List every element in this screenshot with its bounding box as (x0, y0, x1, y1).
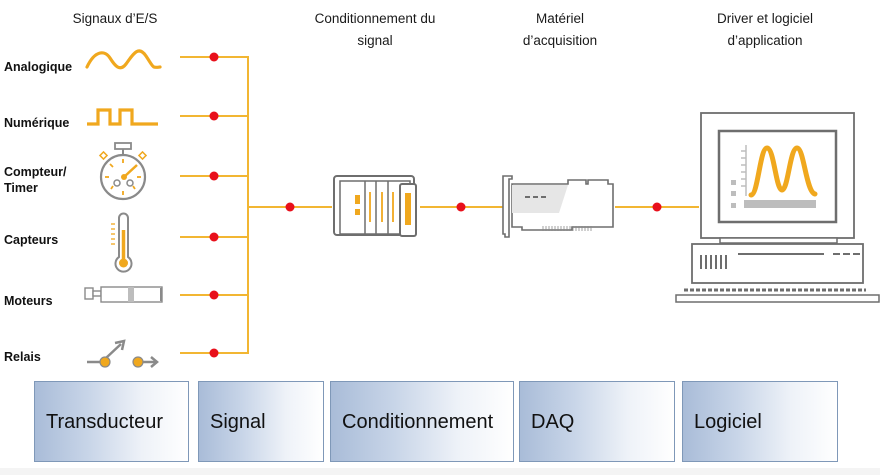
node-bus-output (285, 202, 295, 212)
thermometer-icon (111, 212, 133, 273)
node-conditioning-output (456, 202, 466, 212)
row-label-relays: Relais (4, 349, 41, 365)
connection-nodes (209, 52, 662, 358)
header-software: Driver et logiciel d’application (690, 8, 840, 52)
stage-daq-label: DAQ (531, 411, 575, 433)
header-conditioning-line2: signal (357, 33, 393, 48)
node-digital (209, 111, 219, 121)
row-label-digital: Numérique (4, 115, 69, 131)
row-label-analog-text: Analogique (4, 60, 73, 74)
header-io-signals: Signaux d’E/S (40, 8, 190, 30)
node-daq-output (652, 202, 662, 212)
header-software-line2: d’application (727, 33, 803, 48)
motor-icon (84, 286, 163, 303)
stage-daq: DAQ (519, 381, 675, 462)
stage-conditioning: Conditionnement (330, 381, 514, 462)
header-acquisition-line1: Matériel (535, 11, 584, 26)
relay-switch-icon (87, 339, 159, 368)
row-label-counter-timer: Compteur/ Timer (4, 164, 67, 196)
stage-software: Logiciel (682, 381, 838, 462)
row-label-motors-text: Moteurs (4, 294, 53, 308)
header-conditioning-line1: Conditionnement du (314, 11, 436, 26)
node-analog (209, 52, 219, 62)
screen-chart-icon (731, 145, 818, 208)
row-label-timer-text: Timer (4, 181, 38, 195)
node-sensors (209, 232, 219, 242)
stage-conditioning-label: Conditionnement (342, 411, 494, 433)
signal-bus (180, 56, 699, 354)
daq-card-icon (502, 175, 614, 238)
sine-wave-icon (85, 49, 162, 70)
row-label-analog: Analogique (4, 59, 72, 75)
header-software-line1: Driver et logiciel (716, 11, 814, 26)
stage-signal-label: Signal (210, 411, 266, 433)
daq-diagram (84, 49, 880, 368)
row-label-counter-text: Compteur/ (4, 165, 67, 179)
header-conditioning: Conditionnement du signal (290, 8, 460, 52)
square-wave-icon (87, 108, 158, 126)
header-io-signals-text: Signaux d’E/S (72, 11, 158, 26)
stage-signal: Signal (198, 381, 324, 462)
stage-software-label: Logiciel (694, 411, 762, 433)
header-acquisition-line2: d’acquisition (522, 33, 598, 48)
row-label-digital-text: Numérique (4, 116, 70, 130)
node-motors (209, 290, 219, 300)
computer-icon (675, 112, 880, 303)
conditioning-module-icon (333, 175, 417, 237)
node-relays (209, 348, 219, 358)
stopwatch-icon (98, 142, 148, 201)
header-acquisition: Matériel d’acquisition (490, 8, 630, 52)
row-label-motors: Moteurs (4, 293, 53, 309)
stage-transducer-label: Transducteur (46, 411, 164, 433)
stage-transducer: Transducteur (34, 381, 189, 462)
row-label-relays-text: Relais (4, 350, 41, 364)
row-label-sensors: Capteurs (4, 232, 58, 248)
row-label-sensors-text: Capteurs (4, 233, 59, 247)
bottom-band (0, 468, 880, 475)
node-counter (209, 171, 219, 181)
